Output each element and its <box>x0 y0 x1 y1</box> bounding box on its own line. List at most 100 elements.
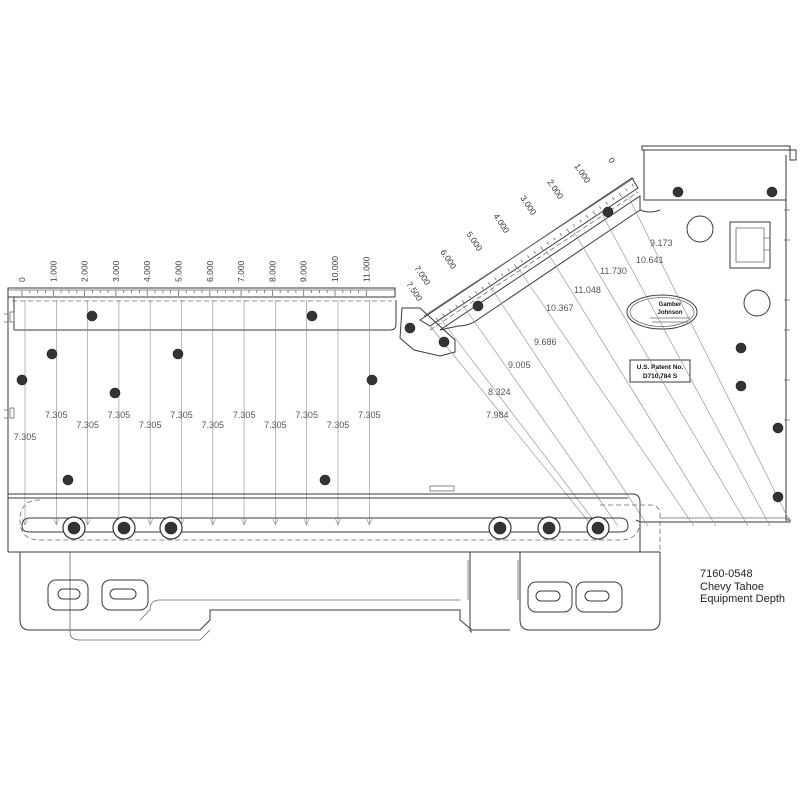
depth-arrow <box>272 518 279 526</box>
depth-arrow <box>210 518 216 526</box>
angled-ruler-label: 2.000 <box>545 178 565 201</box>
base-rail <box>8 485 790 641</box>
fastener-hole <box>493 521 507 535</box>
horizontal-ruler-label: 6.000 <box>205 260 215 282</box>
mounting-hole <box>472 300 484 312</box>
angled-depth-line <box>429 325 593 527</box>
horizontal-depth-value: 7.305 <box>45 410 68 420</box>
angled-ruler-label: 0 <box>606 156 617 166</box>
patent-label: U.S. Patent No. D710,784 S <box>629 359 691 383</box>
mounting-hole <box>172 348 184 360</box>
angled-ruler-label: 5.000 <box>464 230 484 253</box>
angled-ruler-tick <box>507 268 510 272</box>
angled-ruler-tick <box>566 228 570 234</box>
angled-ruler-tick <box>553 237 556 241</box>
angled-ruler-tick <box>474 290 478 294</box>
angled-ruler-tick <box>546 241 550 245</box>
angled-depth-line <box>545 249 717 527</box>
angled-ruler-label: 6.000 <box>438 248 458 271</box>
horizontal-depth-value: 7.305 <box>327 420 350 430</box>
angled-ruler-tick <box>501 273 504 277</box>
angled-depth-line <box>601 213 771 527</box>
angled-ruler-tick <box>631 183 635 187</box>
horizontal-ruler-label: 7.000 <box>236 260 246 282</box>
angled-ruler-tick <box>540 246 544 251</box>
horizontal-ruler-label: 0 <box>17 277 27 282</box>
mounting-hole <box>772 422 784 434</box>
horizontal-depth-value: 7.305 <box>139 420 162 430</box>
horizontal-ruler-ticks <box>21 290 367 296</box>
horizontal-depth-value: 7.305 <box>233 410 256 420</box>
angled-ruler-label: 3.000 <box>518 194 538 217</box>
angled-plate <box>399 177 641 357</box>
angled-ruler-tick <box>494 277 497 281</box>
angled-ruler-label: 1.000 <box>572 162 592 185</box>
angled-ruler-tick <box>559 232 563 236</box>
horizontal-ruler-label: 9.000 <box>299 260 309 282</box>
fastener-hole <box>67 521 81 535</box>
horizontal-depth-value: 7.305 <box>202 420 225 430</box>
angled-ruler-tick <box>592 210 596 216</box>
mounting-hole <box>735 342 747 354</box>
depth-arrow <box>241 518 247 526</box>
angled-ruler-tick <box>442 313 445 317</box>
angled-depth-line <box>517 267 695 527</box>
mounting-hole <box>109 387 121 399</box>
angled-ruler-tick <box>599 206 602 210</box>
angled-depth-line <box>461 303 619 527</box>
angled-ruler-tick <box>585 215 589 218</box>
brand-logo: Gamber Johnson <box>626 294 698 330</box>
angled-depth-value: 9.173 <box>650 238 673 248</box>
angled-ruler-tick <box>455 304 458 308</box>
angled-depth-value: 11.730 <box>600 266 627 276</box>
vehicle-name: Chevy Tahoe <box>700 580 765 593</box>
depth-arrow <box>147 518 153 526</box>
angled-depth-value: 7.984 <box>486 410 509 420</box>
mounting-hole <box>62 474 74 486</box>
angled-ruler-label: 7.500 <box>404 280 424 303</box>
horizontal-plate <box>4 287 397 552</box>
horizontal-ruler-label: 2.000 <box>80 260 90 282</box>
mounting-hole <box>319 474 331 486</box>
depth-arrow <box>53 518 60 526</box>
angled-ruler-tick <box>527 255 530 259</box>
mounting-hole <box>772 491 784 503</box>
angled-ruler-tick <box>481 286 484 290</box>
mounting-hole <box>438 336 450 348</box>
angled-ruler-ticks <box>435 183 635 323</box>
horizontal-ruler-label: 5.000 <box>174 260 184 282</box>
angled-ruler-tick <box>625 188 628 192</box>
horizontal-depth-value: 7.305 <box>358 410 381 420</box>
angled-ruler-tick <box>572 223 576 227</box>
angled-ruler-tick <box>468 295 471 299</box>
depth-arrow <box>366 518 373 526</box>
right-plate <box>635 145 797 523</box>
fastener-hole <box>542 521 556 535</box>
depth-arrow <box>303 518 310 526</box>
mounting-hole <box>46 348 58 360</box>
angled-ruler-tick <box>579 219 582 223</box>
mounting-hole <box>672 186 684 198</box>
angled-depth-value: 11.048 <box>574 285 601 295</box>
fastener-holes <box>16 186 784 540</box>
horizontal-depth-value: 7.305 <box>264 420 287 430</box>
horizontal-depth-value: 7.305 <box>14 432 37 442</box>
depth-arrow <box>335 518 341 526</box>
horizontal-ruler-label: 1.000 <box>48 260 58 282</box>
angled-ruler: 01.0002.0003.0004.0005.0006.0007.0007.50… <box>404 156 791 527</box>
mounting-hole <box>306 310 318 322</box>
horizontal-ruler-label: 3.000 <box>111 260 121 282</box>
angled-ruler-tick <box>618 192 623 198</box>
caption-subject: Equipment Depth <box>700 593 785 605</box>
mounting-hole <box>366 374 378 386</box>
angled-ruler-tick <box>533 250 537 254</box>
logo-line2: Johnson <box>658 310 683 316</box>
drawing-caption: 7160-0548 Chevy Tahoe Equipment Depth <box>700 568 785 606</box>
angled-depth-value: 10.367 <box>546 303 574 313</box>
mounting-hole <box>766 186 778 198</box>
mounting-hole <box>86 310 98 322</box>
horizontal-depth-value: 7.305 <box>76 420 99 430</box>
angled-depth-value: 9.005 <box>508 360 531 370</box>
angled-ruler-tick <box>514 264 518 269</box>
